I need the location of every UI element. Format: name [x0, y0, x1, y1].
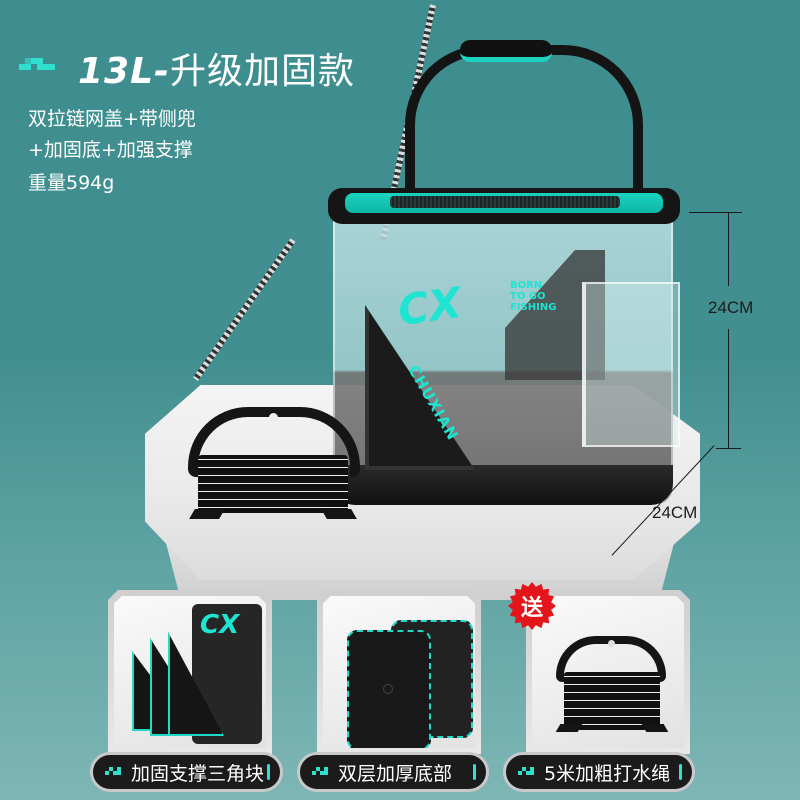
dim-top-tick	[689, 212, 742, 213]
card-brand-mark: CX	[200, 610, 240, 640]
card-rope	[526, 590, 690, 754]
feature-line-1: 双拉链网盖+带侧兜	[28, 108, 196, 130]
pill-triangle-support: 加固支撑三角块	[90, 752, 283, 792]
page-title: 13L-升级加固款	[78, 42, 355, 94]
card-coiled-rope	[564, 672, 660, 730]
mesh-cover	[390, 196, 620, 208]
coiled-rope	[198, 455, 348, 513]
reel-feet	[188, 505, 358, 519]
side-pocket	[582, 282, 680, 447]
bucket-base	[333, 465, 673, 505]
card-triangle-support: CX	[108, 590, 272, 754]
brand-mark: CX	[394, 277, 465, 336]
dim-height-line-upper	[728, 212, 729, 286]
height-dimension-label: 24CM	[708, 298, 754, 317]
card-double-bottom	[317, 590, 481, 754]
pixel-icon	[312, 767, 332, 777]
pill-double-bottom: 双层加厚底部	[297, 752, 489, 792]
handle-grip	[460, 40, 552, 62]
pill-label: 加固支撑三角块	[131, 762, 265, 785]
pill-rope: 5米加粗打水绳	[503, 752, 695, 792]
pixel-logo-icon	[19, 58, 57, 76]
dim-height-line-lower	[728, 329, 729, 449]
plate-center-dot	[383, 684, 393, 694]
slogan: BORN TO GO FISHING	[510, 280, 556, 313]
title-text: 升级加固款	[169, 51, 355, 92]
pixel-icon	[518, 767, 538, 777]
triangle-support-icon: CX	[114, 596, 266, 748]
card-reel-foot-right	[641, 724, 669, 732]
depth-dimension-label: 24CM	[652, 503, 698, 522]
accent-bar	[267, 764, 270, 780]
title-capacity: 13L-	[78, 51, 170, 92]
reel-hole	[269, 413, 278, 422]
feature-line-2: +加固底+加强支撑	[28, 139, 193, 161]
card-reel-foot-left	[555, 724, 583, 732]
feature-line-3: 重量594g	[28, 172, 115, 194]
gift-badge: 送	[508, 582, 556, 630]
double-bottom-icon	[323, 596, 475, 748]
rope-reel-icon	[532, 596, 684, 748]
dim-bottom-tick	[716, 448, 741, 449]
accent-bar	[473, 764, 476, 780]
card-reel-hole	[608, 640, 615, 647]
accent-bar	[679, 764, 682, 780]
rope-segment	[193, 238, 296, 381]
slogan-line-2: TO GO	[510, 291, 546, 302]
slogan-line-1: BORN	[510, 280, 543, 291]
slogan-line-3: FISHING	[510, 302, 557, 313]
pill-label: 双层加厚底部	[338, 762, 453, 785]
pill-label: 5米加粗打水绳	[544, 762, 671, 785]
pixel-icon	[105, 767, 125, 777]
